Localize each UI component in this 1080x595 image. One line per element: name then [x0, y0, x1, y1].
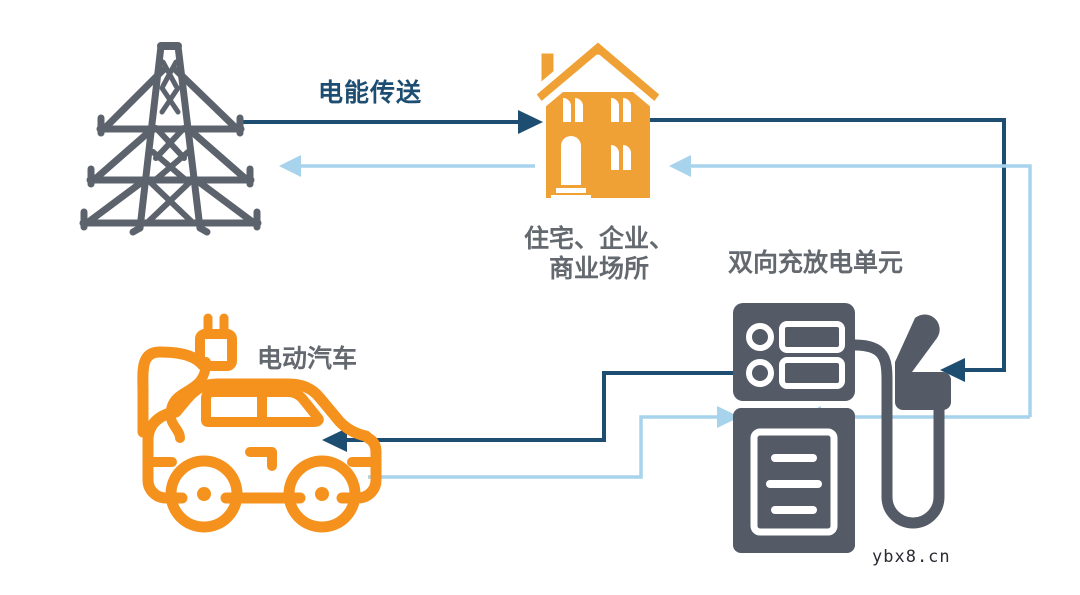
transmission-tower-icon — [79, 42, 262, 236]
flow-house-to-charger — [646, 118, 1006, 382]
flow-tower-to-house — [243, 110, 543, 134]
label-power-transmission: 电能传送 — [318, 78, 423, 107]
watermark: ybx8.cn — [872, 547, 951, 567]
label-electric-vehicle: 电动汽车 — [257, 344, 358, 373]
electric-car-icon — [137, 313, 382, 533]
flow-house-to-tower — [279, 155, 535, 177]
label-bidirectional-unit: 双向充放电单元 — [728, 248, 904, 277]
house-icon — [528, 34, 668, 200]
label-home-business: 住宅、企业、 商业场所 — [523, 224, 674, 283]
flow-vehicle-to-charger — [368, 406, 740, 479]
ev-charger-icon — [733, 303, 951, 553]
flow-charger-to-vehicle — [322, 371, 742, 452]
flow-charger-to-house — [669, 155, 1032, 417]
